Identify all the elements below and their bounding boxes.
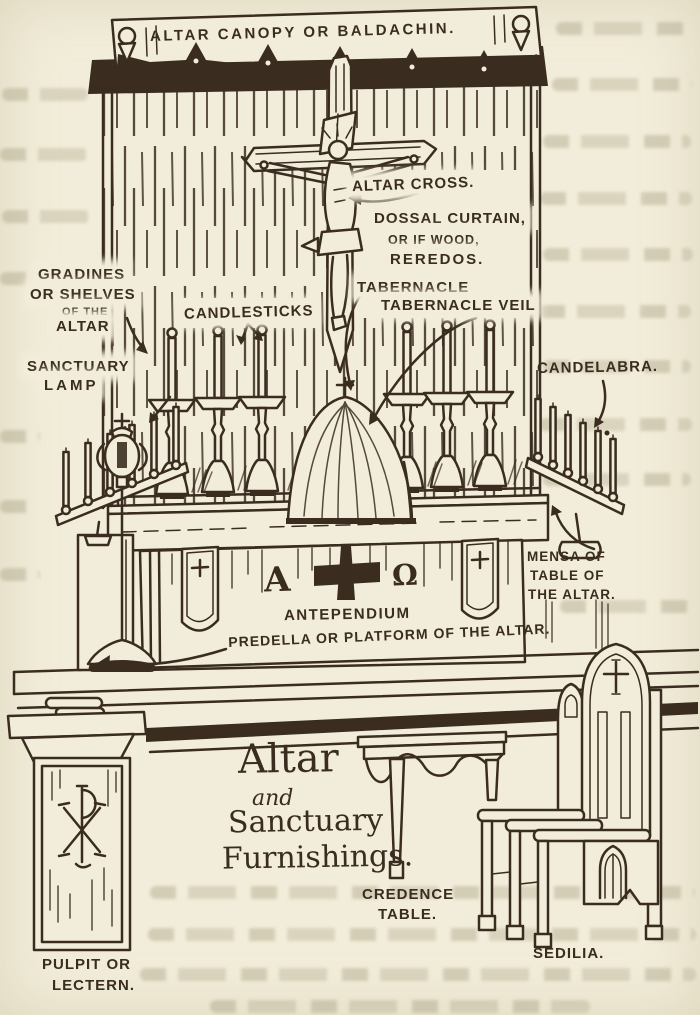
bleed-through-line xyxy=(2,88,88,101)
altar-cross-crucifix xyxy=(240,54,438,374)
antependium-cross xyxy=(314,546,380,600)
bleed-through-line xyxy=(0,500,34,513)
label-sanctuary-lamp-line1: SANCTUARY xyxy=(27,358,130,375)
label-gradines-line3: OF THE xyxy=(62,306,109,318)
label-pulpit-line1: PULPIT OR xyxy=(42,956,132,973)
label-antependium: ANTEPENDIUM xyxy=(283,604,411,625)
bleed-through-line xyxy=(539,418,692,431)
label-dossal-line1: DOSSAL CURTAIN, xyxy=(374,210,526,227)
label-dossal-line2: OR IF WOOD, xyxy=(388,233,480,247)
label-candelabra: CANDELABRA. xyxy=(536,357,659,378)
pulpit-lectern xyxy=(6,696,148,952)
bleed-through-line xyxy=(0,430,40,443)
label-gradines-line1: GRADINES xyxy=(38,266,126,283)
label-sanctuary-lamp-line2: LAMP xyxy=(44,377,99,394)
chi-rho-icon xyxy=(57,784,107,869)
canopy-tassels xyxy=(193,47,487,72)
bleed-through-line xyxy=(543,360,691,373)
label-sedilia: SEDILIA. xyxy=(533,945,605,962)
sedilia-chairs xyxy=(476,642,664,949)
bleed-through-line xyxy=(543,248,693,261)
label-dossal-line3: REREDOS. xyxy=(390,251,485,268)
label-credence-line2: TABLE. xyxy=(378,906,438,923)
bleed-through-line xyxy=(148,928,696,941)
label-gradines-line2: OR SHELVES xyxy=(30,286,136,303)
right-candelabra xyxy=(524,393,626,655)
bleed-through-line xyxy=(0,568,40,581)
label-mensa-line1: MENSA OF xyxy=(527,549,606,564)
label-gradines-line4: ALTAR xyxy=(56,318,110,335)
omega-symbol: Ω xyxy=(391,557,419,593)
bleed-through-line xyxy=(543,135,691,148)
bleed-through-line xyxy=(140,968,696,981)
label-mensa-line3: THE ALTAR. xyxy=(528,587,616,602)
label-credence-line1: CREDENCE xyxy=(362,886,455,903)
pulpit-fall-folds xyxy=(49,769,117,931)
label-candlesticks: CANDLESTICKS xyxy=(183,302,314,323)
canopy-end-finials xyxy=(117,14,531,64)
antependium-frontal xyxy=(138,537,527,672)
label-arrows xyxy=(99,191,610,668)
bleed-through-line xyxy=(150,886,695,899)
diagram-title-line2: and xyxy=(252,786,294,811)
diagram-title-line1: Altar xyxy=(237,735,340,783)
bleed-through-line xyxy=(210,1000,590,1013)
credence-table xyxy=(356,730,508,880)
bleed-through-line xyxy=(2,210,90,223)
left-banner xyxy=(180,545,220,632)
diagram-title-line4: Furnishings. xyxy=(221,838,414,877)
bleed-through-line xyxy=(556,22,686,35)
label-pulpit-line2: LECTERN. xyxy=(52,977,135,994)
bleed-through-line xyxy=(0,148,88,161)
sedilia-back-cross xyxy=(602,659,630,695)
bleed-through-line xyxy=(540,192,692,205)
diagram-title-line3: Sanctuary xyxy=(227,802,384,841)
bleed-through-line xyxy=(552,78,692,91)
loincloth xyxy=(316,227,364,257)
label-tabernacle: TABERNACLE xyxy=(357,279,470,296)
altar-canopy xyxy=(88,5,548,94)
tabernacle-veil xyxy=(286,376,416,524)
corpus xyxy=(259,123,419,332)
alpha-symbol: A xyxy=(263,559,292,601)
bleed-through-line xyxy=(560,600,690,613)
right-banner xyxy=(460,537,500,620)
label-tabernacle-veil: TABERNACLE VEIL xyxy=(381,297,536,314)
bleed-through-line xyxy=(539,305,691,318)
label-mensa-line2: TABLE OF xyxy=(530,568,605,583)
